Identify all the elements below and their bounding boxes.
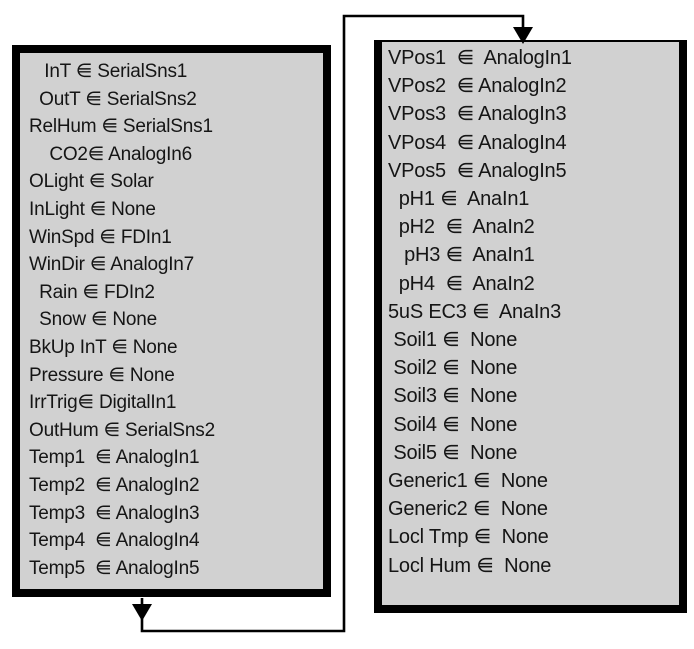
mapping-row: Soil4 ⋹ None xyxy=(388,413,518,436)
mapping-row: Temp1 ⋹ AnalogIn1 xyxy=(29,447,200,469)
mapping-row: Generic2 ⋹ None xyxy=(388,498,548,521)
mapping-row: Temp5 ⋹ AnalogIn5 xyxy=(29,557,200,579)
mapping-row: VPos1 ⋹ AnalogIn1 xyxy=(388,47,572,69)
mapping-row: Temp2 ⋹ AnalogIn2 xyxy=(29,474,200,496)
mapping-row: BkUp InT ⋹ None xyxy=(29,336,178,358)
mapping-row: Locl Hum ⋹ None xyxy=(388,554,552,577)
mapping-row: 5uS EC3 ⋹ AnaIn3 xyxy=(388,300,562,323)
mapping-row: RelHum ⋹ SerialSns1 xyxy=(29,116,213,138)
mapping-row: Locl Tmp ⋹ None xyxy=(388,526,549,549)
mapping-row: Rain ⋹ FDIn2 xyxy=(29,281,155,303)
mapping-row: InLight ⋹ None xyxy=(29,198,156,220)
mapping-row: pH1 ⋹ AnaIn1 xyxy=(388,188,530,211)
mapping-row: OutHum ⋹ SerialSns2 xyxy=(29,419,215,441)
mapping-row: Snow ⋹ None xyxy=(29,309,158,331)
mapping-row: IrrTrig⋹ DigitalIn1 xyxy=(29,392,177,414)
mapping-row: CO2⋹ AnalogIn6 xyxy=(29,143,192,165)
mapping-row: Pressure ⋹ None xyxy=(29,364,175,386)
down-arrowhead-icon xyxy=(132,604,152,621)
mapping-row: Generic1 ⋹ None xyxy=(388,470,548,493)
mapping-row: Soil2 ⋹ None xyxy=(388,357,518,380)
mapping-row: Soil1 ⋹ None xyxy=(388,329,518,352)
mapping-row: VPos2 ⋹ AnalogIn2 xyxy=(388,75,567,98)
mapping-row: Temp4 ⋹ AnalogIn4 xyxy=(29,530,200,552)
mapping-row: OLight ⋹ Solar xyxy=(29,171,154,193)
mapping-row: VPos3 ⋹ AnalogIn3 xyxy=(388,103,567,126)
mapping-row: Temp3 ⋹ AnalogIn3 xyxy=(29,502,200,524)
mapping-row: WinDir ⋹ AnalogIn7 xyxy=(29,254,195,276)
mapping-row: VPos5 ⋹ AnalogIn5 xyxy=(388,159,567,182)
mapping-row: Soil3 ⋹ None xyxy=(388,385,518,408)
mapping-row: pH2 ⋹ AnaIn2 xyxy=(388,216,535,239)
mapping-row: OutT ⋹ SerialSns2 xyxy=(29,88,197,110)
mapping-row: pH4 ⋹ AnaIn2 xyxy=(388,272,535,295)
mapping-row: Soil5 ⋹ None xyxy=(388,441,518,464)
mapping-row: VPos4 ⋹ AnalogIn4 xyxy=(388,131,567,154)
mapping-row: pH3 ⋹ AnaIn1 xyxy=(388,244,535,267)
mapping-row: InT ⋹ SerialSns1 xyxy=(29,61,188,82)
mapping-row: WinSpd ⋹ FDIn1 xyxy=(29,226,172,248)
